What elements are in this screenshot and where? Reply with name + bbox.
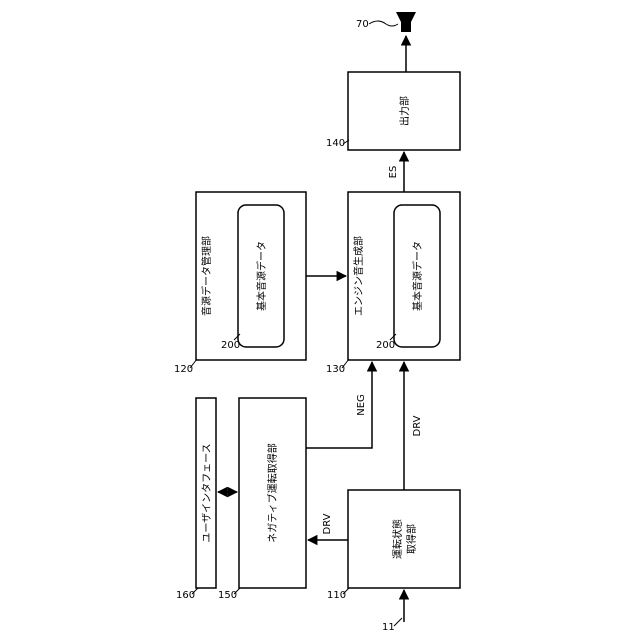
- engine-inner-ref: 200: [376, 340, 395, 351]
- negative-driving-ref: 150: [218, 590, 237, 601]
- driving-state-box: [348, 490, 460, 588]
- output-unit-ref: 140: [326, 138, 345, 149]
- speaker-leader-line: [369, 21, 398, 26]
- user-interface-ref: 160: [176, 590, 195, 601]
- signal-drv-to-negative-label: DRV: [322, 513, 333, 534]
- sound-data-manager-label: 音源データ管理部: [200, 236, 213, 316]
- engine-sound-generator-label: エンジン音生成部: [352, 236, 365, 316]
- output-unit-label: 出力部: [398, 96, 411, 126]
- driving-state-ref: 110: [327, 590, 346, 601]
- signal-neg-label: NEG: [356, 394, 367, 416]
- input-ref: 11: [382, 622, 395, 633]
- driving-state-label-line1: 運転状態: [391, 519, 404, 559]
- signal-drv-to-engine-label: DRV: [412, 415, 423, 436]
- engine-inner-label: 基本音源データ: [411, 241, 424, 311]
- engine-sound-generator-ref: 130: [326, 364, 345, 375]
- ref-11-leader: [394, 618, 402, 626]
- speaker-ref: 70: [356, 19, 369, 30]
- speaker-icon: [396, 12, 416, 32]
- sound-data-manager-ref: 120: [174, 364, 193, 375]
- signal-es-label: ES: [388, 166, 399, 179]
- driving-state-label-line2: 取得部: [405, 524, 418, 554]
- sound-data-inner-label: 基本音源データ: [255, 241, 268, 311]
- negative-driving-label: ネガティブ運転取得部: [266, 443, 279, 542]
- user-interface-label: ユーザインタフェース: [201, 443, 213, 542]
- sound-data-inner-ref: 200: [221, 340, 240, 351]
